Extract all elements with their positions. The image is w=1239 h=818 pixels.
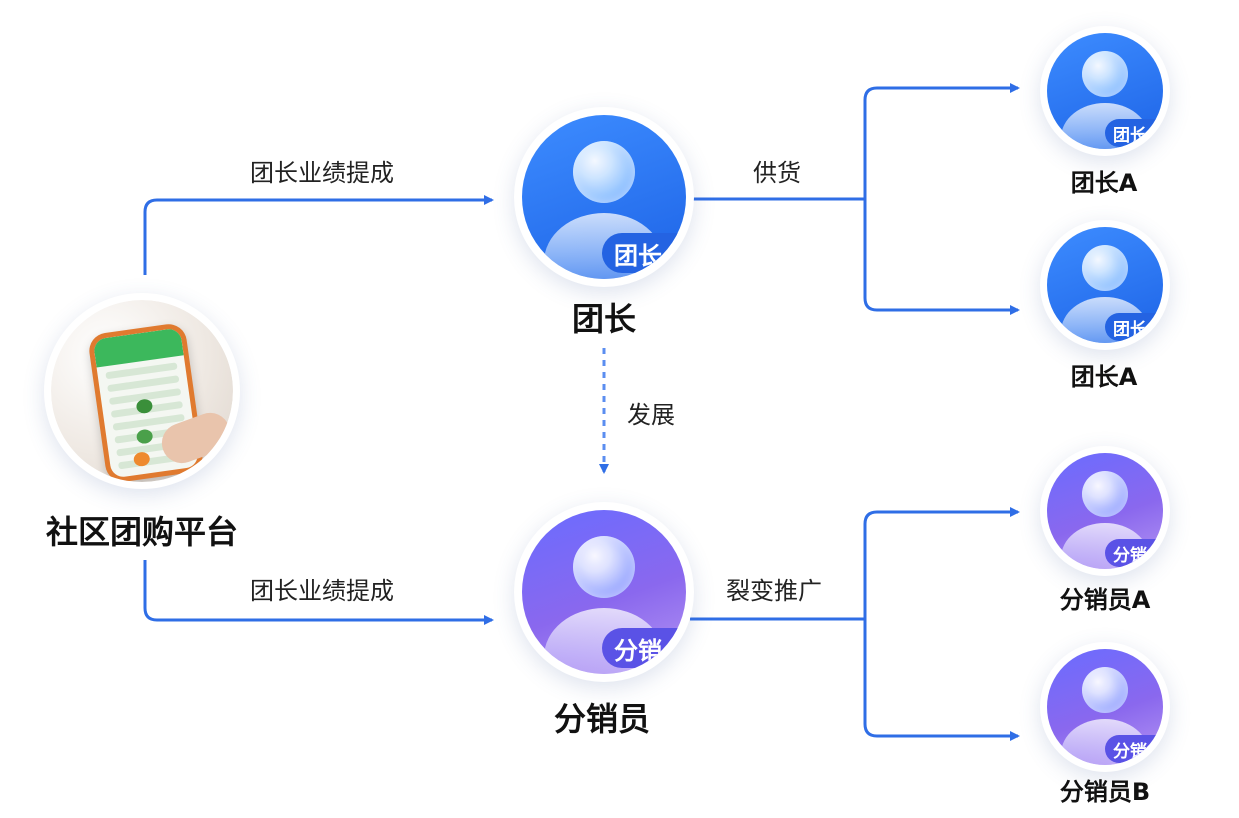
distributor-b-node: 分销 — [1040, 642, 1170, 772]
edge-label-platform-distributor: 团长业绩提成 — [250, 577, 394, 605]
leader-title: 团长 — [571, 300, 637, 338]
platform-title: 社区团购平台 — [45, 513, 239, 551]
person-head-icon — [573, 141, 635, 203]
edge-platform-distributor — [143, 560, 494, 625]
person-head-icon — [573, 536, 635, 598]
person-head-icon — [1082, 667, 1128, 713]
platform-photo — [51, 300, 233, 482]
leader-node: 团长 — [514, 107, 694, 287]
leader-a1-avatar: 团长 — [1047, 33, 1163, 149]
distributor-title: 分销员 — [553, 700, 651, 738]
edge-leader-a1 — [863, 83, 1020, 199]
leader-a2-title: 团长A — [1070, 363, 1138, 391]
edge-label-develop: 发展 — [627, 401, 675, 429]
distributor-avatar: 分销 — [522, 510, 686, 674]
leader-avatar: 团长 — [522, 115, 686, 279]
edge-label-platform-leader: 团长业绩提成 — [250, 159, 394, 187]
distributor-a-avatar: 分销 — [1047, 453, 1163, 569]
edge-distributor-a — [863, 507, 1020, 619]
edge-label-supply: 供货 — [753, 159, 801, 187]
distributor-b-avatar: 分销 — [1047, 649, 1163, 765]
person-head-icon — [1082, 245, 1128, 291]
person-head-icon — [1082, 51, 1128, 97]
platform-node — [44, 293, 240, 489]
distributor-a-title: 分销员A — [1059, 586, 1151, 614]
leader-a2-badge: 团长 — [1105, 313, 1163, 341]
leader-a1-node: 团长 — [1040, 26, 1170, 156]
distributor-node: 分销 — [514, 502, 694, 682]
leader-a1-badge: 团长 — [1105, 119, 1163, 147]
edge-platform-leader — [143, 195, 494, 275]
leader-a1-title: 团长A — [1070, 169, 1138, 197]
distributor-a-node: 分销 — [1040, 446, 1170, 576]
distributor-a-badge: 分销 — [1105, 539, 1163, 567]
person-head-icon — [1082, 471, 1128, 517]
edge-leader-a2 — [863, 199, 1020, 315]
distributor-b-title: 分销员B — [1059, 778, 1151, 806]
edge-label-fission: 裂变推广 — [726, 577, 822, 605]
leader-badge: 团长 — [602, 233, 686, 273]
distributor-badge: 分销 — [602, 628, 686, 668]
edge-distributor-b — [863, 619, 1020, 741]
leader-a2-avatar: 团长 — [1047, 227, 1163, 343]
leader-a2-node: 团长 — [1040, 220, 1170, 350]
distributor-b-badge: 分销 — [1105, 735, 1163, 763]
